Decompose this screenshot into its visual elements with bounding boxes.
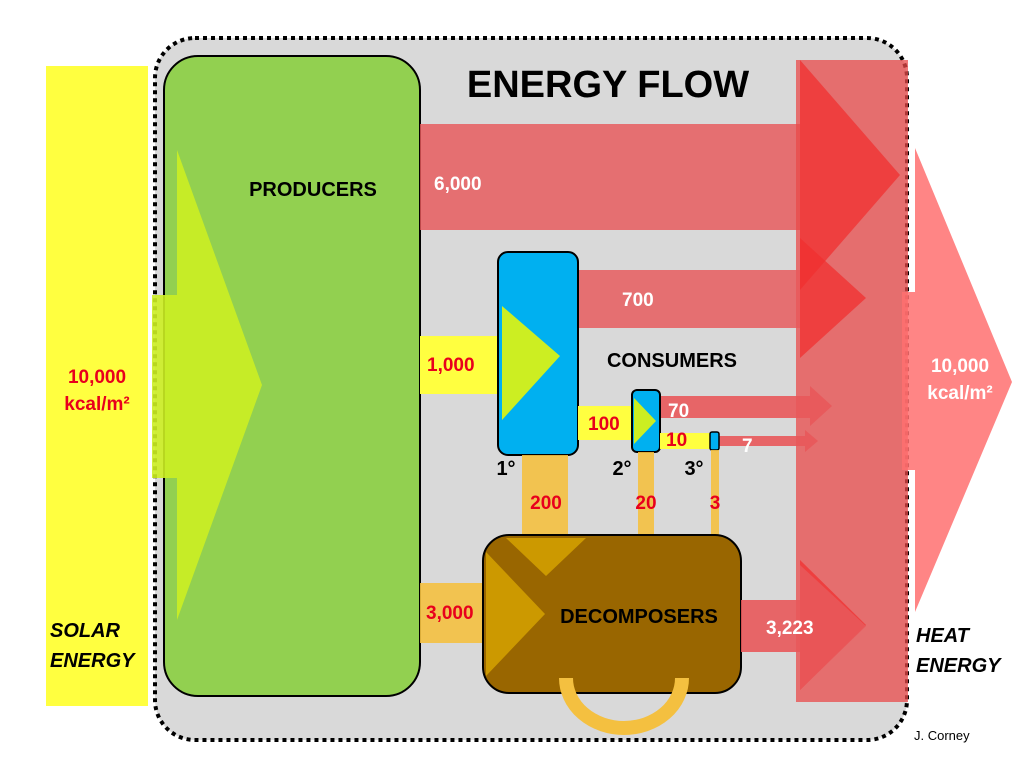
heat-output-arrow (902, 148, 1012, 612)
flow-value-primary-heat: 700 (622, 290, 654, 311)
producers-to-primary-flow (420, 336, 500, 394)
solar-label-line2: ENERGY (50, 650, 136, 672)
tertiary-consumer-box (709, 431, 720, 451)
flow-value-producers-heat: 6,000 (434, 174, 482, 195)
flow-value-primary-to-secondary: 100 (588, 414, 620, 435)
secondary-consumer-arrow (634, 398, 656, 444)
heat-value-line2: kcal/m² (927, 383, 992, 404)
solar-energy-bar (46, 66, 148, 706)
solar-label-line1: SOLAR (50, 620, 121, 642)
secondary-heat-flow (660, 386, 832, 426)
primary-consumer-arrow (502, 306, 560, 420)
flow-value-decomposers-heat: 3,223 (766, 618, 814, 639)
decomposers-recycle-loop (559, 677, 689, 735)
primary-heat-flow (578, 270, 800, 328)
flow-value-secondary-to-tertiary: 10 (666, 430, 687, 451)
flow-value-producers-to-decomposers: 3,000 (426, 603, 474, 624)
heat-arrowhead-primary (800, 238, 866, 358)
consumers-label: CONSUMERS (607, 350, 737, 372)
solar-input-arrow (152, 150, 262, 620)
producers-heat-flow (420, 124, 800, 230)
flow-value-primary-to-decomposers: 200 (530, 493, 562, 514)
diagram-title: ENERGY FLOW (467, 64, 749, 106)
producers-label: PRODUCERS (249, 179, 377, 201)
tertiary-heat-flow (718, 430, 818, 452)
tertiary-to-decomposers-flow (705, 450, 725, 552)
decomposers-input-arrow (486, 552, 545, 676)
producers-to-decomposers-flow (420, 583, 488, 643)
solar-value-line2: kcal/m² (64, 394, 129, 415)
credit-text: J. Corney (914, 728, 970, 743)
decomposers-top-arrow (506, 538, 586, 576)
heat-value-line1: 10,000 (931, 356, 989, 377)
flow-value-tertiary-heat: 7 (742, 436, 753, 457)
solar-value-line1: 10,000 (68, 367, 126, 388)
heat-label-line2: ENERGY (916, 655, 1002, 677)
flow-value-producers-to-primary: 1,000 (427, 355, 475, 376)
flow-value-secondary-heat: 70 (668, 401, 689, 422)
secondary-level-label: 2° (612, 458, 631, 480)
decomposers-label: DECOMPOSERS (560, 606, 718, 628)
decomposers-heat-flow (741, 565, 866, 690)
heat-arrowhead-producers (800, 60, 900, 290)
primary-level-label: 1° (496, 458, 515, 480)
heat-label-line1: HEAT (916, 625, 971, 647)
secondary-to-tertiary-flow (660, 433, 710, 449)
flow-value-secondary-to-decomposers: 20 (635, 493, 656, 514)
secondary-to-decomposers-flow (628, 452, 664, 558)
primary-to-secondary-flow (578, 406, 632, 440)
flow-value-tertiary-to-decomposers: 3 (710, 493, 721, 514)
tertiary-level-label: 3° (684, 458, 703, 480)
